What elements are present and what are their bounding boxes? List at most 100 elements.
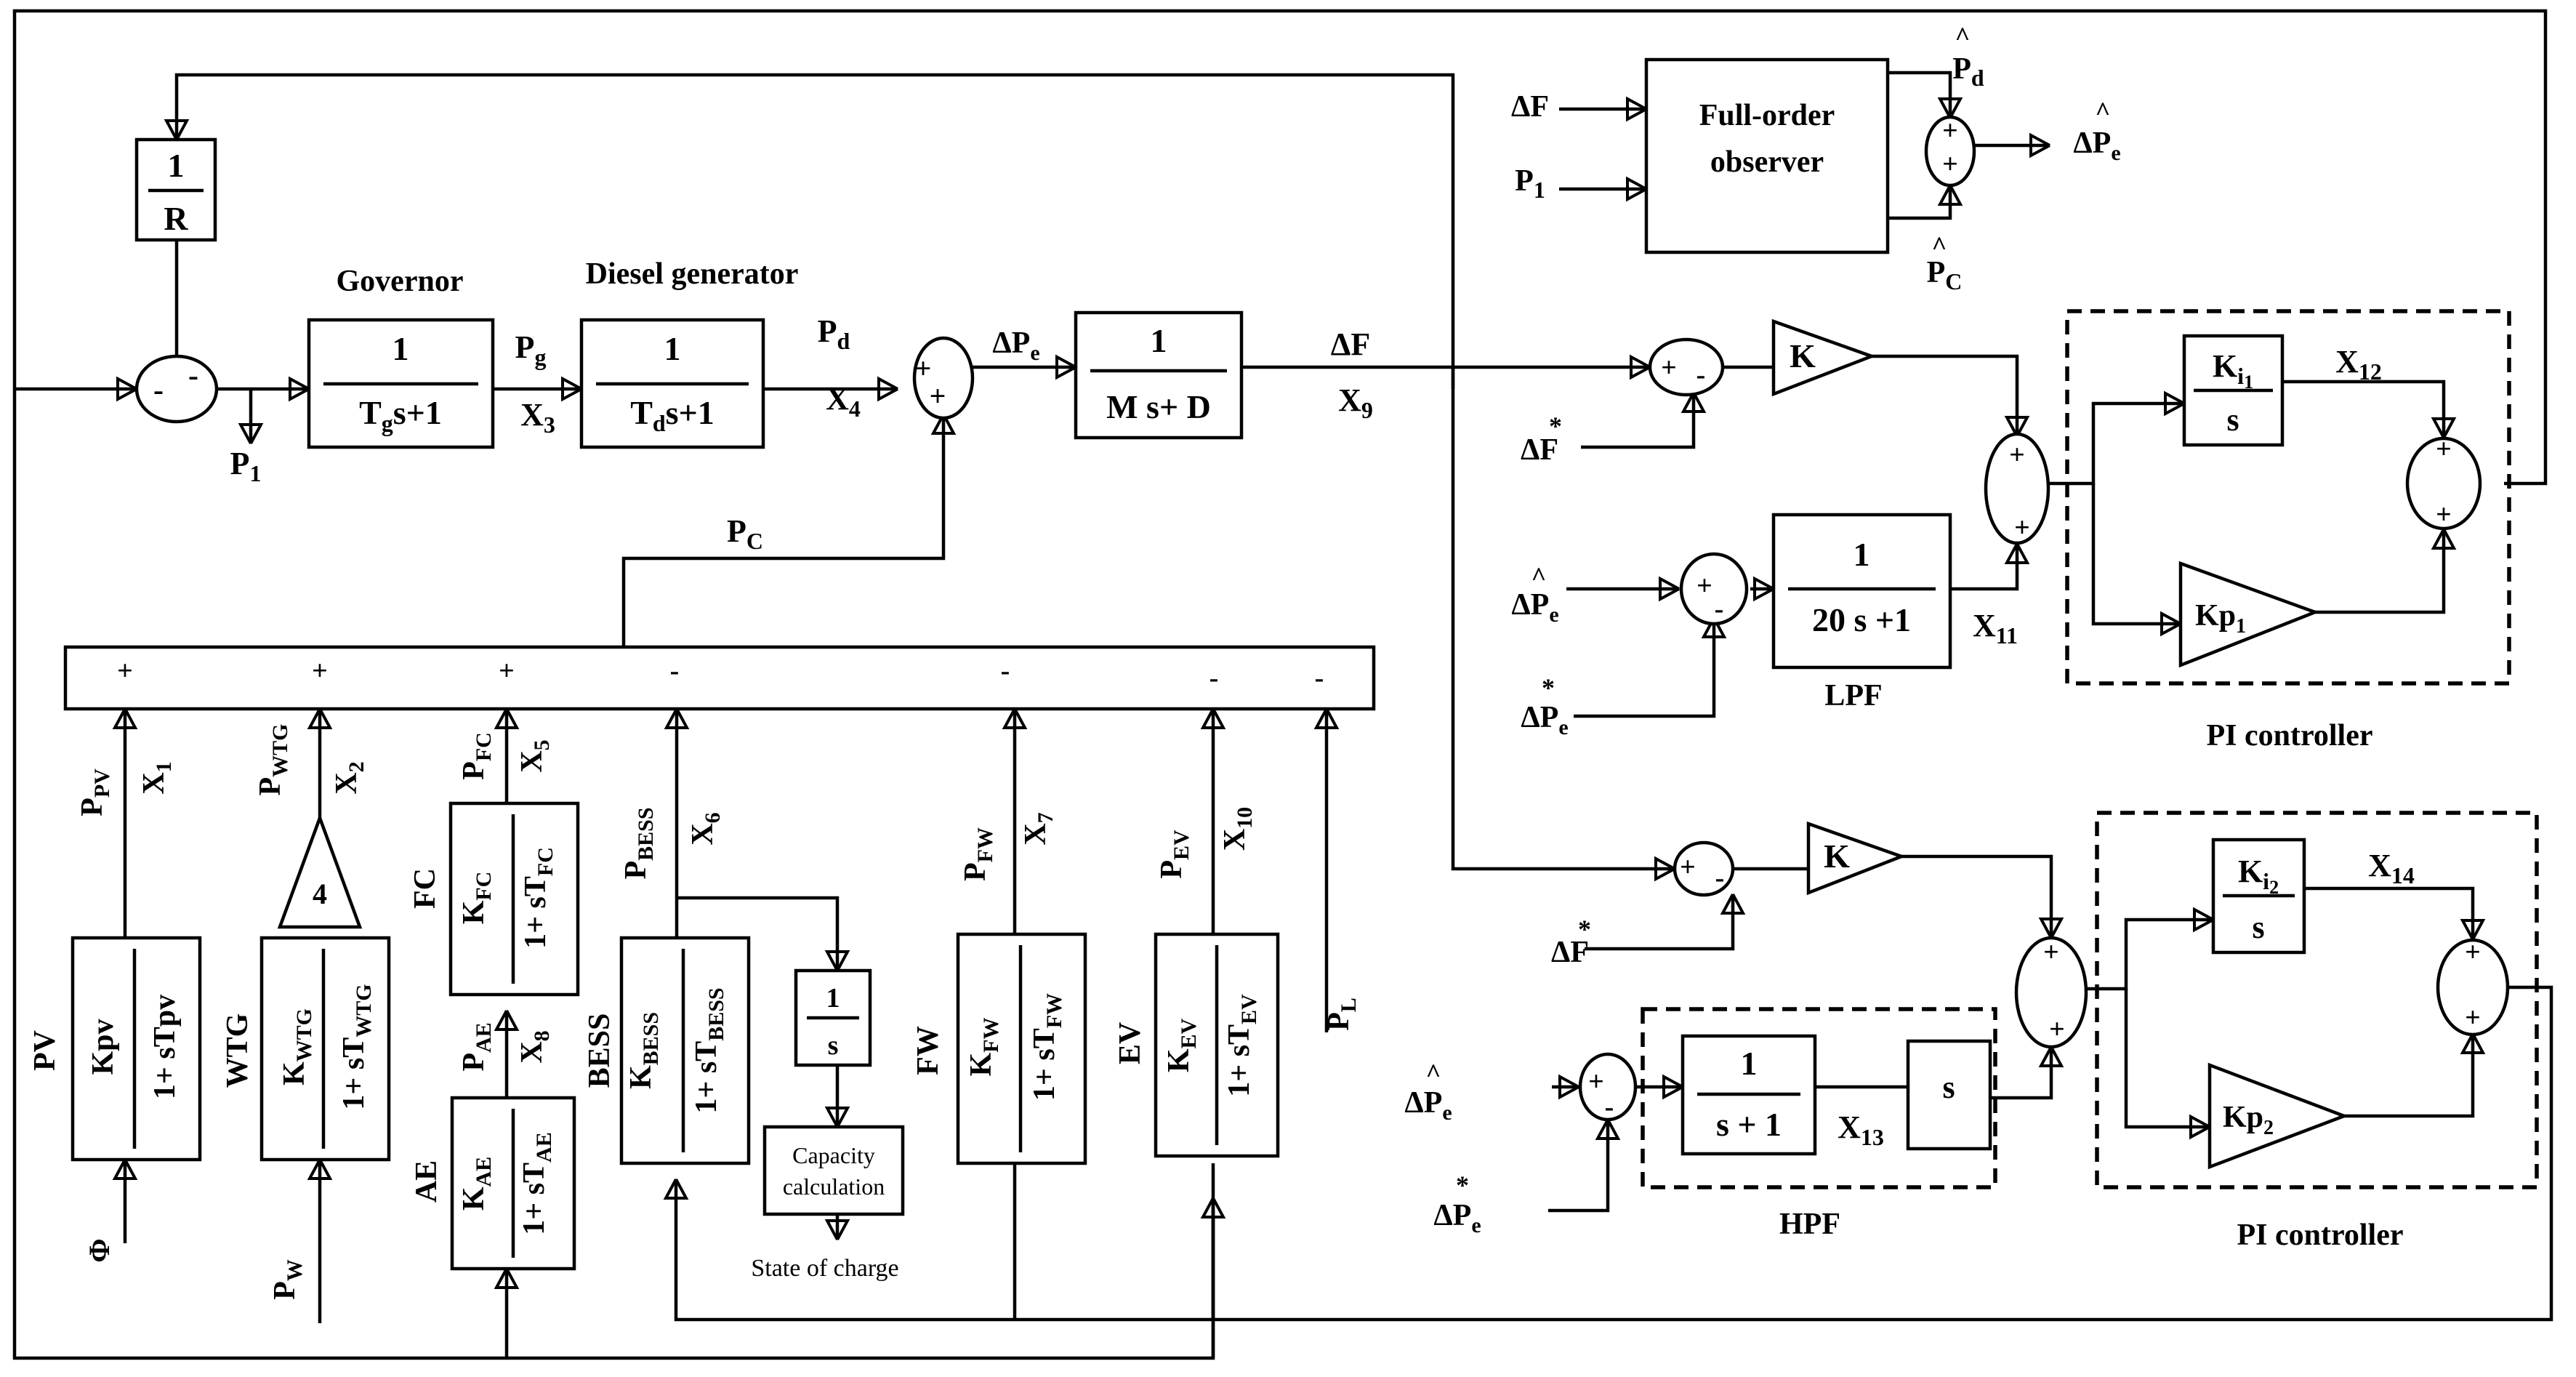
svg-text:*: * [1549,412,1562,441]
svg-text:^: ^ [1955,22,1971,51]
arrowhead [2004,543,2030,564]
kp2-label: Kp2 [2223,1101,2274,1139]
ki2-den: s [2252,910,2264,945]
svg-text:+: + [2465,937,2481,968]
capacity-calc-label-2: calculation [783,1173,885,1200]
sum-lpf-input [1679,552,1749,626]
arrowhead [1662,1074,1683,1100]
svg-text:+: + [117,656,133,686]
arrowhead [1558,1074,1579,1100]
svg-text:^: ^ [1531,562,1547,591]
pv-den: 1+ sTpv [148,995,182,1099]
arrowhead [1055,354,1076,380]
svg-text:*: * [1578,915,1591,944]
arrowhead [2029,132,2050,158]
diesel-num: 1 [664,330,681,367]
hpf-derivative-label: s [1942,1069,1955,1105]
diesel-generator-label: Diesel generator [586,257,799,291]
label-pev: PEV [1155,830,1194,879]
arrowhead [2004,416,2030,437]
svg-text:*: * [1542,673,1555,702]
svg-text:+: + [2436,499,2452,530]
svg-text:^: ^ [2096,97,2111,126]
label-pc: PC [727,513,763,554]
arrowhead [307,1159,333,1180]
label-x7: X7 [1019,812,1058,845]
kp1-label: Kp1 [2195,599,2246,638]
arrowhead [930,414,957,435]
blocks: 1 R 1 Tgs+1 Governor 1 Tds+1 Diesel gene… [28,57,2539,1282]
label-delta-pe-star-1: ΔPe [1521,701,1568,739]
label-pw: PW [268,1259,307,1300]
label-delta-f-star-2: ΔF [1551,936,1589,969]
label-x8: X8 [515,1030,554,1063]
svg-text:+: + [1588,1067,1604,1097]
sum-lower-pi-input [2014,936,2088,1049]
arrowhead [2193,907,2214,933]
svg-text:+: + [1696,571,1712,601]
arrowhead [1937,185,1963,206]
arrowhead [2431,529,2457,550]
label-phi: Φ [83,1238,116,1262]
arrowhead [1200,708,1226,729]
arrowhead [289,376,310,402]
arrowhead [1200,1197,1226,1219]
ae-den: 1+ sTAE [518,1132,556,1235]
svg-text:+: + [499,656,515,686]
signal-labels: P1 Pg X3 Pd X4 ΔPe ΔF X9 PC ΔF P1 Pd ^ P… [76,22,2415,1300]
inertia-block [1074,310,1244,440]
capacity-calculation-block [762,1125,905,1216]
label-delta-pe: ΔPe [992,326,1039,365]
label-pwtg: PWTG [254,723,292,795]
label-delta-pe-star-2: ΔPe [1433,1199,1481,1237]
bess-den: 1+ sTBESS [690,987,728,1113]
svg-text:+: + [930,380,946,412]
hpf-num: 1 [1741,1045,1758,1082]
label-delta-pe-hat-out: ΔPe [2073,127,2120,165]
lpf-den: 20 s +1 [1812,601,1911,638]
label-x11: X11 [1973,608,2018,649]
bess-block [619,936,751,1165]
svg-text:-: - [153,374,164,407]
pv-num: Kpv [86,1019,120,1075]
fc-den: 1+ sTFC [519,847,558,949]
svg-text:-: - [1715,594,1724,625]
svg-text:-: - [1715,863,1725,894]
arrowhead [2460,919,2486,940]
svg-text:+: + [1942,116,1958,146]
arrowhead [112,1159,138,1180]
label-x6: X6 [686,812,725,845]
pi-controller-2-frame [2095,811,2539,1189]
ae-num: KAE [457,1157,496,1211]
arrowhead [112,708,138,729]
gain-k-lower [1806,821,1907,896]
ev-den: 1+ sTEV [1223,994,1261,1097]
svg-text:-: - [1001,656,1010,686]
label-x1: X1 [137,761,176,794]
arrowhead [1720,894,1746,915]
label-pfc: PFC [457,732,496,780]
label-pae: PAE [457,1022,496,1071]
svg-text:+: + [1680,852,1696,883]
bess-label: BESS [583,1013,616,1088]
arrowhead [2038,918,2064,939]
arrowhead [164,119,190,140]
label-x9: X9 [1338,382,1373,423]
label-pd: Pd [818,313,850,354]
pi-controller-2-label: PI controller [2237,1219,2404,1252]
ki2-num: Ki2 [2238,854,2279,898]
wtg-gain-label: 4 [313,878,327,910]
arrowhead [2189,1114,2210,1140]
svg-text:-: - [1605,1092,1614,1123]
label-pl: PL [1322,997,1361,1031]
svg-text:-: - [188,359,198,393]
gain-k-lower-label: K [1824,838,1850,875]
arrowheads [112,96,2486,1289]
bus-signs: + + + - - - - [117,656,1324,694]
label-x14: X14 [2368,848,2415,888]
ki1-den: s [2226,402,2239,438]
label-pd-hat: Pd [1952,52,1984,91]
wtg-gain [277,813,363,929]
fw-den: 1+ sTFW [1028,993,1066,1101]
arrowhead [494,1268,520,1289]
